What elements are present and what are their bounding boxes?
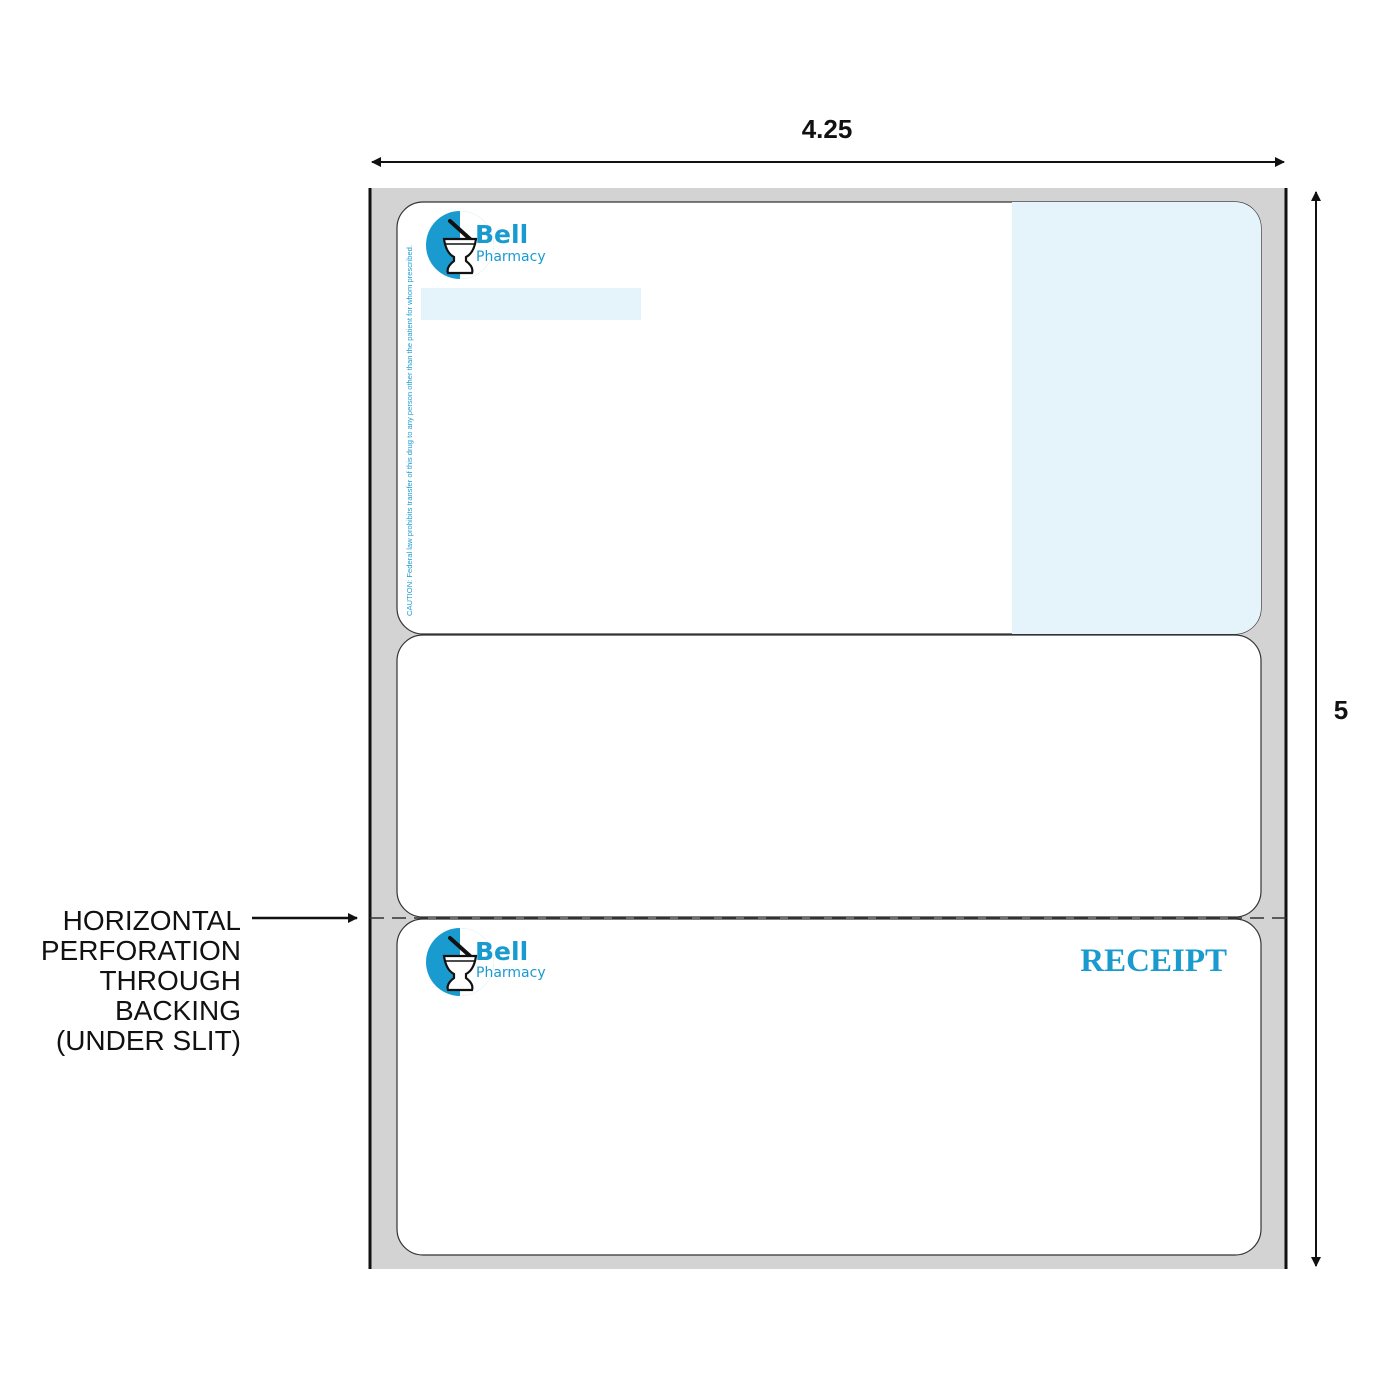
- perforation-label-line: THROUGH: [99, 965, 241, 996]
- label-top: Bell Pharmacy CAUTION: Federal law prohi…: [396, 201, 1262, 635]
- label-bottom: Bell Pharmacy RECEIPT: [396, 918, 1262, 1256]
- width-dimension-label: 4.25: [802, 114, 853, 144]
- perforation-label-line: (UNDER SLIT): [56, 1025, 241, 1056]
- perforation-label-line: HORIZONTAL: [63, 905, 241, 936]
- brand-name: Bell: [475, 937, 528, 966]
- perforation-label-line: BACKING: [115, 995, 241, 1026]
- perforation-label: HORIZONTAL PERFORATION THROUGH BACKING (…: [41, 905, 241, 1056]
- right-panel-fill: [1012, 202, 1261, 634]
- caution-text: CAUTION: Federal law prohibits transfer …: [405, 245, 414, 616]
- receipt-title: RECEIPT: [1080, 943, 1227, 979]
- brand-sub: Pharmacy: [476, 965, 546, 981]
- name-field-fill: [421, 288, 641, 320]
- brand-sub: Pharmacy: [476, 249, 546, 265]
- brand-name: Bell: [475, 220, 528, 249]
- perforation-label-line: PERFORATION: [41, 935, 241, 966]
- label-middle: [396, 634, 1262, 918]
- height-dimension-label: 5: [1334, 695, 1348, 725]
